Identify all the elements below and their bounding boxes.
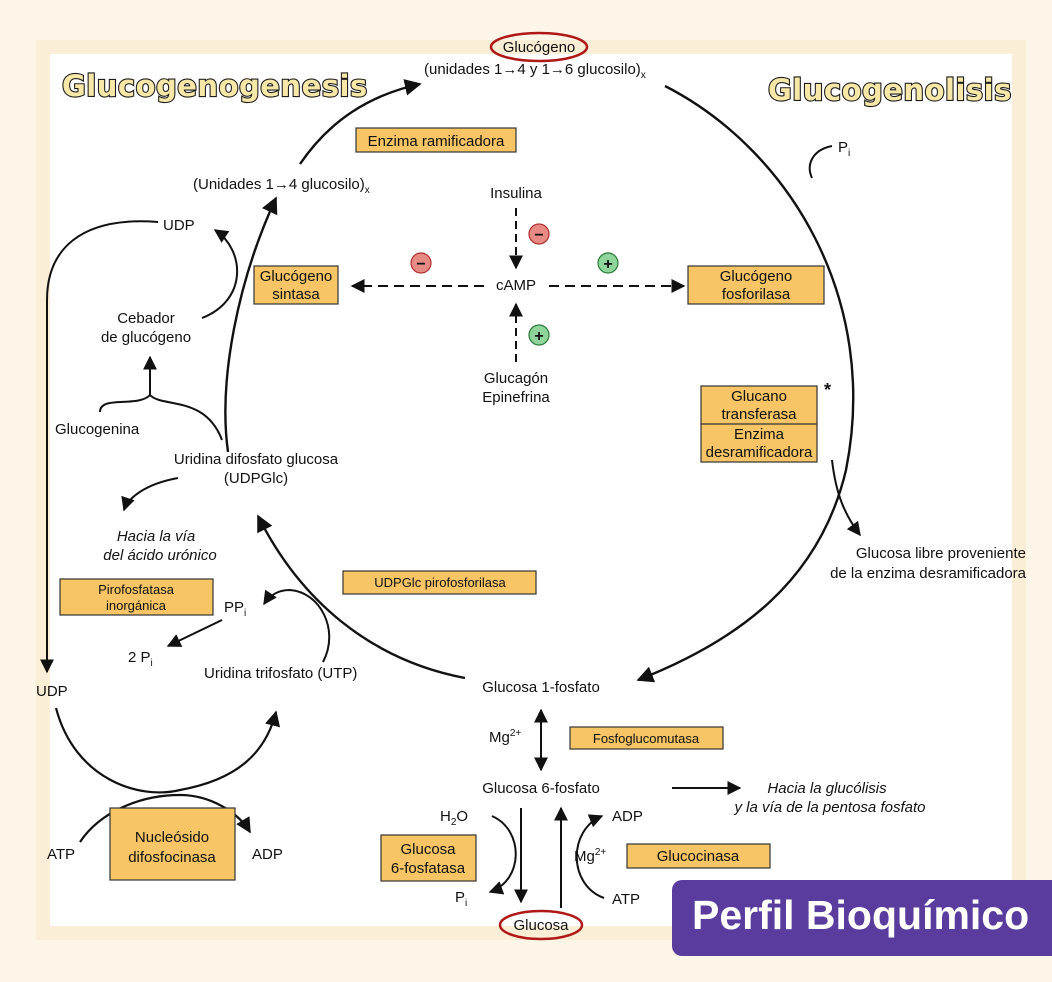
glucose-label: Glucosa — [513, 917, 569, 934]
diagram-panel — [36, 40, 1026, 940]
enzyme-glucokinase-label: Glucocinasa — [657, 848, 740, 865]
title-glycogenolysis: Glucogenolisis — [768, 73, 1012, 107]
glucagon-label: Glucagón — [484, 370, 548, 387]
glycogenolysis-arc — [636, 84, 855, 683]
udpglc-label-1: Uridina difosfato glucosa — [174, 451, 339, 468]
enzyme-ppase-box — [59, 578, 214, 616]
watermark-text: Perfil Bioquímico — [692, 892, 1030, 938]
glucagon-activate-icon — [528, 324, 550, 346]
enzyme-synthase-label-2: sintasa — [272, 286, 320, 303]
ppi-label: PPi — [224, 599, 246, 619]
enzyme-branching-box — [355, 127, 517, 153]
enzyme-transferase-label-1: Glucano — [731, 388, 787, 405]
svg-text:+: + — [534, 328, 543, 345]
enzyme-synthase-label-1: Glucógeno — [260, 268, 333, 285]
utp-to-ppi-arrow — [263, 588, 331, 663]
two-pi-label: 2 Pi — [128, 649, 153, 669]
title-glycogenesis: Glucogenogenesis — [62, 69, 368, 103]
udp-recycle-line — [40, 220, 159, 674]
glycolysis-label-1: Hacia la glucólisis — [767, 780, 887, 797]
h2o-pi-arc — [488, 815, 517, 895]
adp-right-label: ADP — [612, 808, 643, 825]
enzyme-ppase-label-2: inorgánica — [106, 598, 167, 613]
enzyme-ndk-label-2: difosfocinasa — [128, 849, 216, 866]
insulin-inhibit-icon — [528, 223, 550, 245]
enzyme-g6pase-label-2: 6-fosfatasa — [391, 860, 466, 877]
pi-entry-arrow — [808, 145, 833, 179]
g6p-label: Glucosa 6-fosfato — [482, 780, 600, 797]
glycogen-label: Glucógeno — [503, 39, 576, 56]
enzyme-branching-label: Enzima ramificadora — [368, 133, 505, 150]
watermark-badge: Perfil Bioquímico — [672, 880, 1052, 956]
units-1-4-label: (Unidades 1→4 glucosilo)x — [193, 176, 370, 196]
glycolysis-label-2: y la vía de la pentosa fosfato — [734, 799, 926, 816]
camp-label: cAMP — [496, 277, 536, 294]
enzyme-synthase-box — [253, 265, 339, 305]
atp-left-label: ATP — [47, 846, 75, 863]
adp-left-label: ADP — [252, 846, 283, 863]
pi-bottom-label: Pi — [455, 889, 467, 909]
enzyme-phosphorylase-box — [687, 265, 825, 305]
enzyme-mutase-box — [569, 726, 724, 750]
glycogenin-brace — [99, 360, 223, 441]
enzyme-glucokinase-box — [626, 843, 771, 869]
pi-top-label: Pi — [838, 139, 850, 159]
primer-label-1: Cebador — [117, 310, 175, 327]
udp-top-label: UDP — [163, 217, 195, 234]
h2o-label: H2O — [440, 808, 468, 828]
enzyme-mutase-label: Fosfoglucomutasa — [593, 731, 700, 746]
epinephrine-label: Epinefrina — [482, 389, 550, 406]
glucose-highlight-oval — [498, 909, 584, 941]
glycogenin-label: Glucogenina — [55, 421, 140, 438]
asterisk-mark: * — [824, 380, 831, 400]
mg-label-2: Mg2+ — [574, 847, 606, 865]
enzyme-ndk-label-1: Nucleósido — [135, 829, 209, 846]
free-glucose-label-2: de la enzima desramificadora — [830, 565, 1027, 582]
enzyme-udpglc-pp-box — [342, 570, 537, 595]
g1p-label: Glucosa 1-fosfato — [482, 679, 600, 696]
enzyme-debranching-label-2: desramificadora — [706, 444, 813, 461]
enzyme-transferase-label-2: transferasa — [721, 406, 797, 423]
udp-to-utp-arc — [54, 707, 281, 794]
glycogen-units-label: (unidades 1→4 y 1→6 glucosilo)x — [424, 61, 646, 81]
free-glucose-arrow — [831, 459, 861, 537]
primer-to-udp-arrow — [201, 229, 238, 319]
ppi-to-pi-arrow — [166, 619, 223, 647]
atp-adp-arc — [575, 814, 605, 899]
enzyme-phosphorylase-label-1: Glucógeno — [720, 268, 793, 285]
enzyme-udpglc-pp-label: UDPGlc pirofosforilasa — [374, 575, 506, 590]
udpglc-label-2: (UDPGlc) — [224, 470, 288, 487]
enzyme-g6pase-box — [380, 834, 477, 882]
utp-label: Uridina trifosfato (UTP) — [204, 665, 357, 682]
synthase-inhibit-icon — [410, 252, 432, 274]
enzyme-debranching-label-1: Enzima — [734, 426, 785, 443]
primer-label-2: de glucógeno — [101, 329, 191, 346]
svg-text:−: − — [534, 227, 543, 244]
uronic-label-1: Hacia la vía — [117, 528, 195, 545]
atp-right-label: ATP — [612, 891, 640, 908]
enzyme-phosphorylase-label-2: fosforilasa — [722, 286, 791, 303]
uronic-label-2: del ácido urónico — [103, 547, 216, 564]
enzyme-g6pase-label-1: Glucosa — [400, 841, 456, 858]
enzyme-ppase-label-1: Pirofosfatasa — [98, 582, 175, 597]
mg-label-1: Mg2+ — [489, 728, 521, 746]
udp-left-label: UDP — [36, 683, 68, 700]
udpglc-to-chain-arc — [224, 196, 278, 453]
free-glucose-label-1: Glucosa libre proveniente — [856, 545, 1026, 562]
uronic-arrow — [121, 477, 179, 512]
insulin-label: Insulina — [490, 185, 542, 202]
svg-text:−: − — [416, 256, 425, 273]
branching-arc — [299, 79, 422, 165]
enzyme-ndk-box — [109, 807, 236, 881]
svg-text:+: + — [603, 256, 612, 273]
phosphorylase-activate-icon — [597, 252, 619, 274]
glycogen-highlight-oval — [489, 31, 589, 63]
g1p-to-udpglc-arc — [256, 514, 466, 680]
